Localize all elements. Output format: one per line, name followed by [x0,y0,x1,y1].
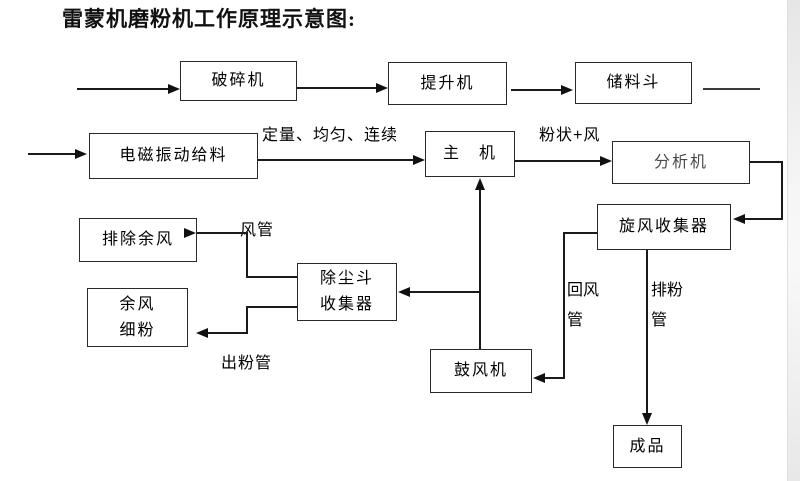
node-crusher: 破碎机 [180,61,297,101]
node-cyclone-collector-label: 旋风收集器 [618,218,709,235]
arrowhead-right-icon [168,84,180,94]
node-main-machine-label: 主 机 [442,145,497,162]
arrowhead-right-icon [75,149,87,159]
node-blower-label: 鼓风机 [453,362,508,379]
arrowhead-right-icon [561,85,573,95]
node-analyzer: 分析机 [612,141,750,184]
node-main-machine: 主 机 [425,131,515,177]
connector-line [297,87,378,89]
label-powder-out-pipe: 出粉管 [221,355,273,372]
connector-line [197,232,247,234]
label-wind-pipe: 风管 [240,222,275,239]
arrowhead-right-icon [600,156,612,166]
node-residual-fine-line1: 余风 [119,295,156,313]
connector-line [246,232,248,277]
node-finished-product: 成品 [613,425,682,468]
arrowhead-left-icon [196,328,208,338]
arrowhead-left-icon [533,373,545,383]
connector-line [511,89,563,91]
node-elevator: 提升机 [388,62,507,105]
node-analyzer-label: 分析机 [653,153,708,171]
arrowhead-left-icon [398,287,410,297]
connector-line [246,306,297,308]
connector-line [208,332,248,334]
node-exhaust-residual-wind: 排除余风 [79,218,197,262]
diagram-title: 雷蒙机磨粉机工作原理示意图: [62,7,356,31]
node-hopper-label: 储料斗 [606,74,661,91]
scrollbar-track[interactable] [787,0,800,481]
node-cyclone-collector: 旋风收集器 [597,204,731,250]
label-return-wind-pipe: 回风管 [567,282,600,329]
arrowhead-right-icon [376,83,388,93]
connector-line [745,218,783,220]
node-residual-fine-powder: 余风 细粉 [87,288,188,347]
connector-line [646,250,648,414]
node-exhaust-residual-wind-label: 排除余风 [101,231,174,248]
arrowhead-down-icon [642,413,652,425]
node-blower: 鼓风机 [430,349,532,393]
arrowhead-left-icon [733,214,745,224]
node-dust-collector: 除尘斗 收集器 [297,263,397,321]
arrowhead-up-icon [475,178,485,190]
connector-line [750,161,783,163]
arrowhead-right-icon [184,228,196,238]
connector-line [781,161,783,220]
connector-line [246,276,297,278]
label-flow-quality: 定量、均匀、连续 [262,127,399,144]
connector-line [703,88,760,90]
connector-line [258,159,415,161]
connector-line [515,160,602,162]
connector-line [28,153,77,155]
connector-line [563,232,597,234]
node-feeder: 电磁振动给料 [89,133,258,179]
connector-line [545,377,565,379]
connector-line [246,306,248,333]
node-crusher-label: 破碎机 [211,72,266,89]
node-dust-collector-line2: 收集器 [319,296,374,313]
label-powder-discharge-pipe: 排粉管 [651,282,684,329]
node-dust-collector-line1: 除尘斗 [319,270,374,287]
label-powder-plus-wind: 粉状+风 [539,127,601,144]
node-residual-fine-line2: 细粉 [119,321,156,339]
connector-line [409,291,480,293]
connector-line [563,232,565,378]
node-elevator-label: 提升机 [420,74,475,92]
node-hopper: 储料斗 [575,62,692,104]
node-feeder-label: 电磁振动给料 [119,147,228,164]
arrowhead-right-icon [413,155,425,165]
connector-line [479,189,481,349]
node-finished-product-label: 成品 [629,437,666,455]
connector-line [77,88,170,90]
